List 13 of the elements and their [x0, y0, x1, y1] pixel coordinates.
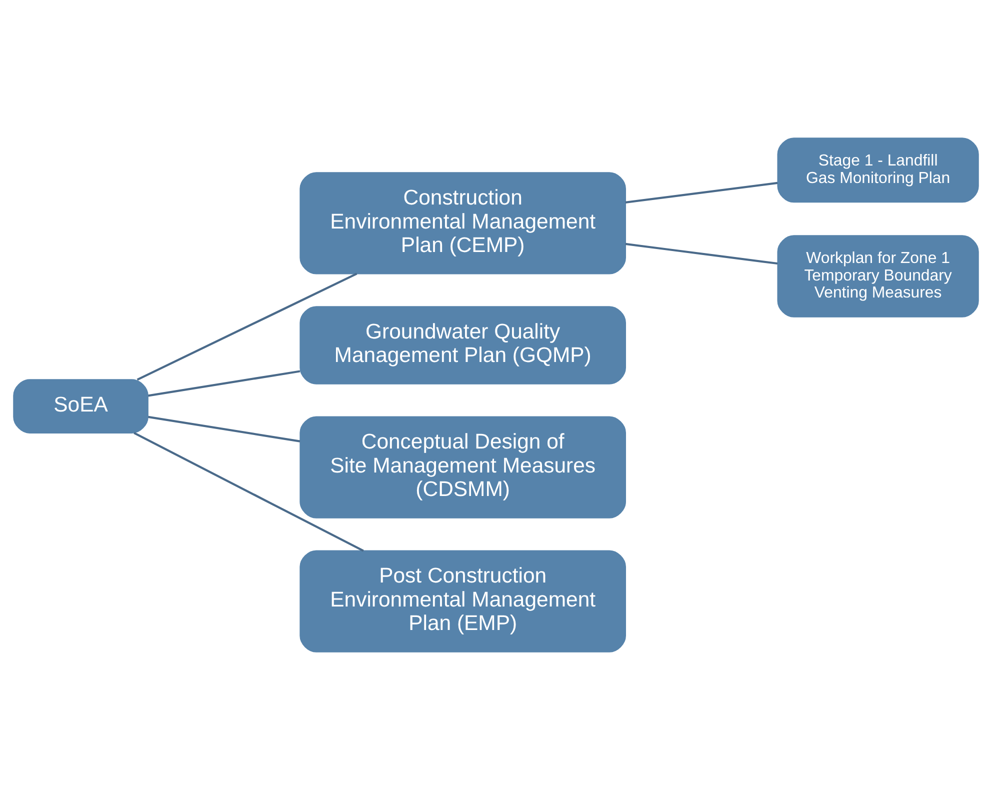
- connector: [625, 181, 778, 204]
- connector: [148, 370, 300, 396]
- connector: [148, 415, 300, 442]
- node-box: Groundwater Quality Management Plan (GQMP): [300, 306, 626, 384]
- connector: [136, 272, 358, 380]
- node-box: Stage 1 - Landfill Gas Monitoring Plan: [777, 137, 979, 202]
- node-box: Conceptual Design of Site Management Measures (CDSMM): [300, 416, 626, 518]
- connector: [134, 432, 364, 552]
- node-box: Workplan for Zone 1 Temporary Boundary Venting Measures: [777, 234, 979, 317]
- node-box: Post Construction Environmental Management Plan (EMP): [300, 550, 626, 652]
- connector: [625, 242, 778, 264]
- node-box: Construction Environmental Management Plan (CEMP): [300, 172, 626, 274]
- node-box: SoEA: [13, 378, 148, 433]
